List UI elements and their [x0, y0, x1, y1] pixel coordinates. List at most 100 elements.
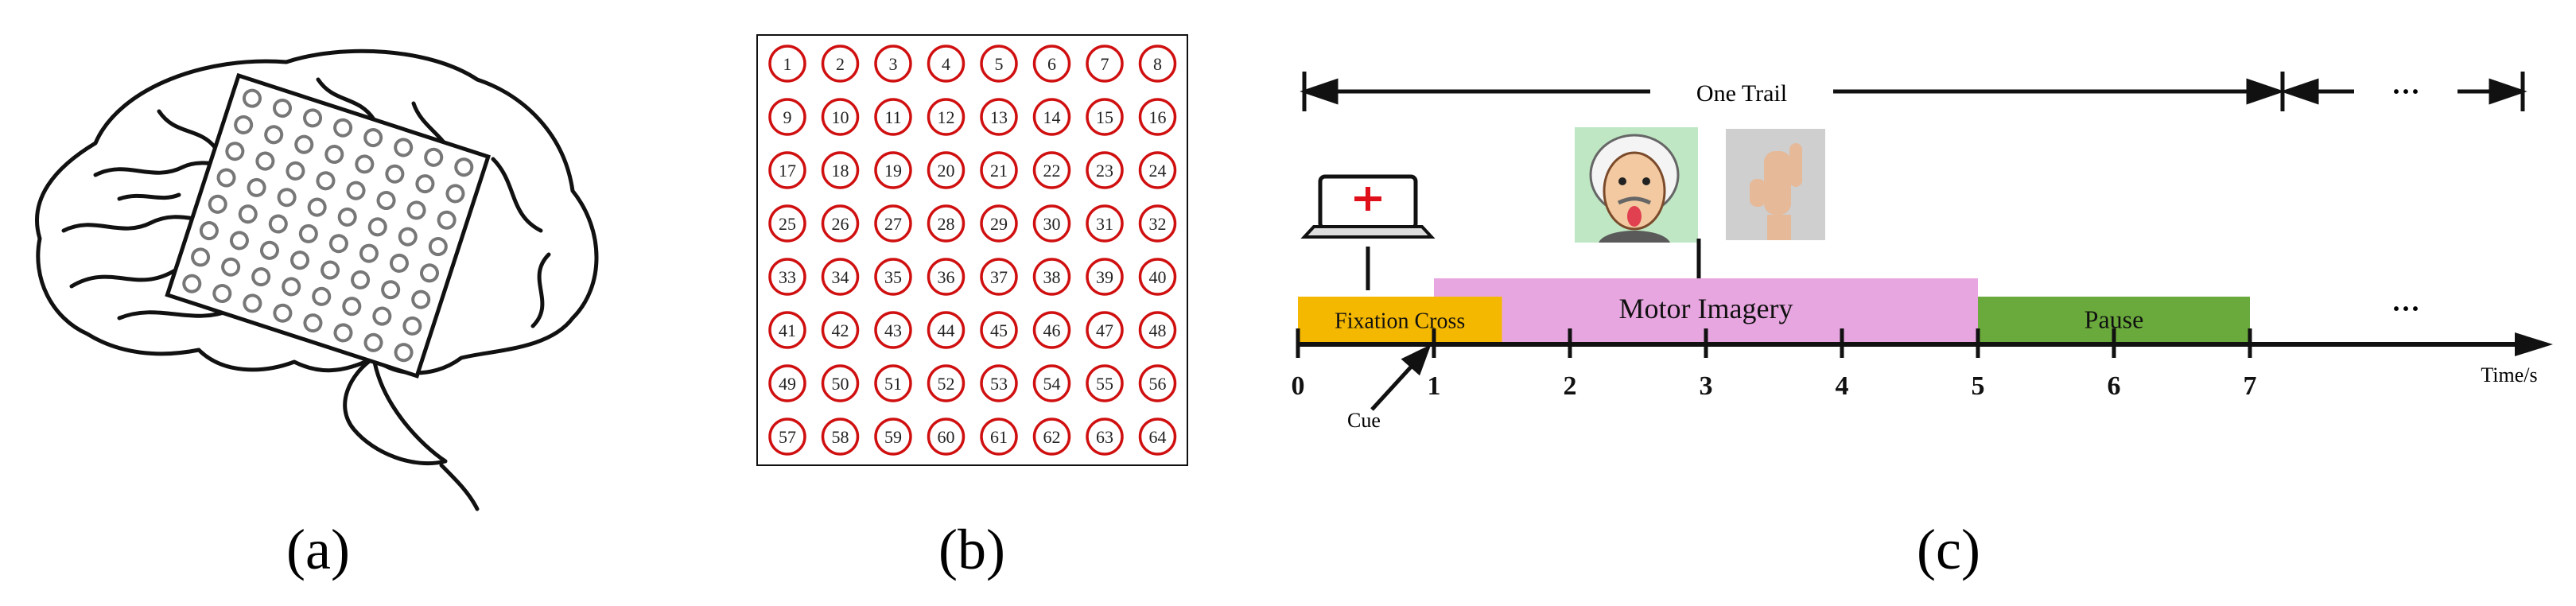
- electrode-number: 59: [884, 427, 902, 447]
- axis-tick-label: 1: [1428, 371, 1441, 401]
- electrode-circle: [1032, 98, 1071, 136]
- electrode-circle: [1138, 418, 1177, 456]
- electrode-number: 11: [884, 107, 901, 127]
- grid-electrode-dot: [398, 227, 418, 247]
- electrode-circle: [1086, 311, 1124, 349]
- electrode-circle: [874, 364, 912, 402]
- electrode-number: 63: [1096, 427, 1113, 447]
- electrode-grid-on-brain: [165, 72, 491, 379]
- electrode-circle: [1086, 204, 1124, 243]
- axis-continuation: ···: [2391, 293, 2420, 324]
- electrode-circle: [927, 364, 966, 402]
- grid-electrode-dot: [191, 247, 211, 267]
- hand-gesture-icon: [1726, 129, 1825, 240]
- grid-electrode-dot: [212, 284, 232, 304]
- grid-electrode-dot: [242, 88, 262, 108]
- electrode-circle: [821, 45, 860, 83]
- electrode-circle: [1086, 258, 1124, 296]
- electrode-number: 6: [1047, 54, 1056, 74]
- trial-span-arrow: [1300, 72, 2527, 111]
- electrode-circle: [768, 204, 806, 243]
- electrode-number: 37: [990, 267, 1008, 287]
- electrode-circle: [768, 418, 806, 456]
- grid-electrode-dot: [445, 184, 465, 204]
- electrode-number: 14: [1043, 107, 1061, 127]
- time-axis-label: Time/s: [2481, 363, 2537, 387]
- axis-tick-label: 0: [1292, 371, 1305, 401]
- grid-electrode-dot: [268, 214, 288, 234]
- grid-electrode-dot: [351, 270, 371, 289]
- electrode-number: 27: [884, 214, 902, 234]
- grid-electrode-dot: [255, 151, 275, 171]
- electrode-circle: [1086, 364, 1124, 402]
- electrode-number: 7: [1101, 54, 1109, 74]
- electrode-number: 15: [1096, 107, 1113, 127]
- electrode-number: 30: [1043, 214, 1061, 234]
- electrode-circle: [1138, 45, 1177, 83]
- electrode-circle: [1086, 98, 1124, 136]
- electrode-circle: [874, 151, 912, 189]
- electrode-circle: [927, 418, 966, 456]
- electrode-number: 17: [779, 161, 796, 181]
- grid-electrode-dot: [225, 142, 245, 161]
- electrode-number: 31: [1096, 214, 1113, 234]
- electrode-number: 22: [1043, 161, 1061, 181]
- electrode-number: 48: [1149, 320, 1167, 340]
- electrode-number: 12: [938, 107, 955, 127]
- electrode-circle: [980, 151, 1018, 189]
- electrode-circle: [980, 98, 1018, 136]
- phase-bar: [1298, 297, 1502, 342]
- electrode-number: 53: [990, 374, 1008, 394]
- electrode-circle: [768, 45, 806, 83]
- electrode-circle: [980, 311, 1018, 349]
- electrode-number: 51: [884, 374, 902, 394]
- electrode-number: 9: [783, 107, 792, 127]
- electrode-circle: [1032, 311, 1071, 349]
- electrode-number: 39: [1096, 267, 1113, 287]
- electrode-number: 40: [1149, 267, 1167, 287]
- electrode-circle: [1138, 364, 1177, 402]
- electrode-number: 47: [1096, 320, 1113, 340]
- grid-electrode-dot: [381, 280, 401, 300]
- electrode-circle: [927, 204, 966, 243]
- einstein-cartoon-icon: [1575, 127, 1698, 243]
- electrode-number: 42: [832, 320, 849, 340]
- cerebellum: [343, 355, 448, 466]
- electrode-circle: [874, 45, 912, 83]
- electrode-circle: [821, 258, 860, 296]
- grid-electrode-dot: [286, 161, 305, 181]
- grid-electrode-dot: [273, 303, 293, 323]
- axis-tick-label: 6: [2108, 371, 2121, 401]
- electrode-number: 8: [1153, 54, 1162, 74]
- electrode-number: 21: [990, 161, 1008, 181]
- grid-electrode-dot: [208, 194, 227, 214]
- axis-tick-label: 3: [1700, 371, 1713, 401]
- grid-electrode-dot: [324, 145, 344, 165]
- grid-electrode-dot: [303, 108, 323, 128]
- electrode-circle: [980, 418, 1018, 456]
- grid-electrode-dot: [216, 168, 236, 188]
- electrode-number: 50: [832, 374, 849, 394]
- grid-electrode-dot: [243, 293, 262, 313]
- grid-electrode-dot: [420, 263, 440, 283]
- electrode-circle: [1138, 258, 1177, 296]
- grid-electrode-dot: [367, 217, 387, 237]
- electrode-number: 10: [832, 107, 849, 127]
- grid-electrode-dot: [406, 200, 426, 220]
- grid-electrode-dot: [251, 267, 271, 287]
- time-axis: [1298, 332, 2553, 356]
- electrode-circle: [1138, 98, 1177, 136]
- electrode-circle: [1032, 151, 1071, 189]
- electrode-number: 38: [1043, 267, 1061, 287]
- grid-electrode-dot: [411, 289, 431, 309]
- grid-electrode-dot: [321, 260, 340, 280]
- cue-label: Cue: [1347, 409, 1381, 432]
- grid-electrode-dot: [238, 204, 258, 224]
- electrode-circle: [874, 204, 912, 243]
- axis-tick-label: 4: [1836, 371, 1849, 401]
- electrode-circle: [1138, 204, 1177, 243]
- electrode-number: 56: [1149, 374, 1167, 394]
